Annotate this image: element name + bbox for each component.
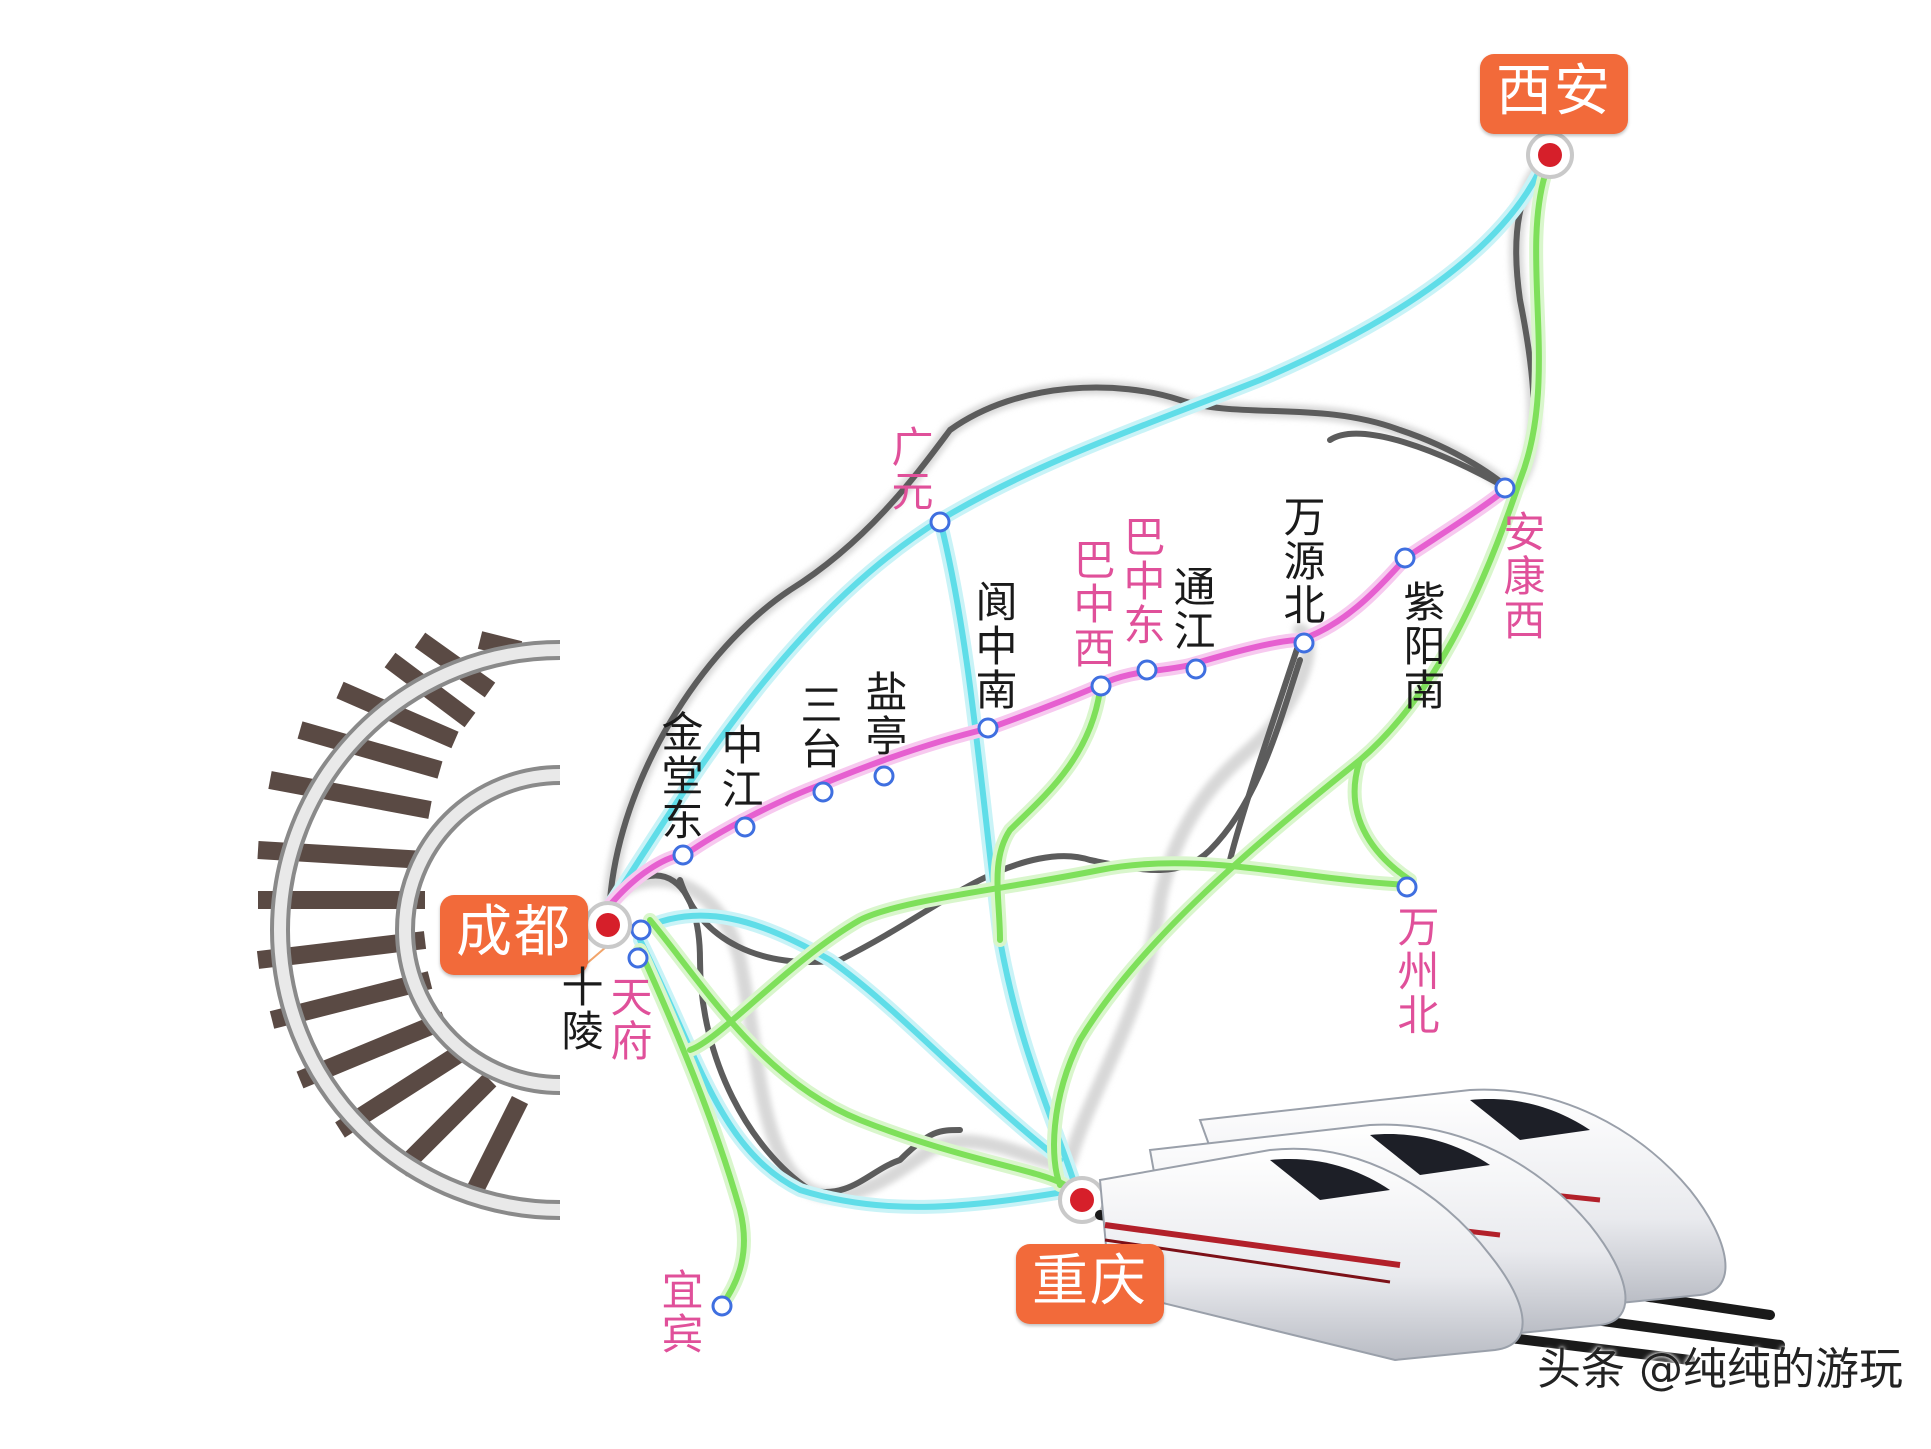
node-shiling[interactable] (630, 919, 652, 941)
green-lines (633, 168, 1552, 1312)
station-label-wanzhoubei: 万州北 (1391, 905, 1440, 1037)
node-jintangdong[interactable] (672, 844, 694, 866)
node-ankangxi[interactable] (1494, 477, 1516, 499)
node-tianfu[interactable] (627, 947, 649, 969)
station-label-shiling: 十陵 (555, 965, 604, 1053)
xian-marker-icon[interactable] (1526, 131, 1574, 179)
railway-track-icon (256, 620, 585, 1240)
node-guangyuan[interactable] (929, 511, 951, 533)
node-tongjiang[interactable] (1185, 658, 1207, 680)
watermark: 头条 @纯纯的游玩 (1537, 1344, 1903, 1395)
station-label-tongjiang: 通江 (1167, 565, 1216, 653)
station-label-tianfu: 天府 (604, 975, 653, 1063)
cyan-lines (603, 163, 1547, 1214)
node-santai[interactable] (812, 781, 834, 803)
station-label-ziyangnan: 紫阳南 (1397, 580, 1446, 712)
node-ziyangnan[interactable] (1394, 547, 1416, 569)
station-label-guangyuan: 广元 (885, 425, 934, 513)
station-label-zhongjiang: 中江 (715, 723, 764, 811)
station-label-bazhongdong: 巴中东 (1117, 515, 1166, 647)
node-yibin[interactable] (711, 1295, 733, 1317)
city-label-xian[interactable]: 西安 (1480, 54, 1628, 134)
station-nodes (627, 477, 1516, 1317)
city-markers (584, 131, 1574, 1224)
chengdu-marker-icon[interactable] (584, 901, 632, 949)
station-label-bazhongxi: 巴中西 (1067, 538, 1116, 670)
station-label-langzhongnan: 阆中南 (969, 580, 1018, 712)
node-bazhongdong[interactable] (1136, 659, 1158, 681)
station-label-santai: 三台 (794, 683, 843, 771)
node-yanting[interactable] (873, 765, 895, 787)
node-wanyuanbei[interactable] (1293, 632, 1315, 654)
node-wanzhoubei[interactable] (1396, 876, 1418, 898)
node-zhongjiang[interactable] (734, 816, 756, 838)
station-label-yibin: 宜宾 (655, 1268, 704, 1356)
node-bazhongxi[interactable] (1090, 675, 1112, 697)
station-label-wanyuanbei: 万源北 (1277, 495, 1326, 627)
station-label-yanting: 盐亭 (859, 670, 908, 758)
station-label-ankangxi: 安康西 (1497, 510, 1546, 642)
city-label-chengdu[interactable]: 成都 (440, 895, 588, 975)
city-label-chongqing[interactable]: 重庆 (1016, 1244, 1164, 1324)
node-langzhongnan[interactable] (977, 717, 999, 739)
station-label-jintangdong: 金堂东 (655, 710, 704, 842)
high-speed-train-icon (1095, 1088, 1785, 1365)
